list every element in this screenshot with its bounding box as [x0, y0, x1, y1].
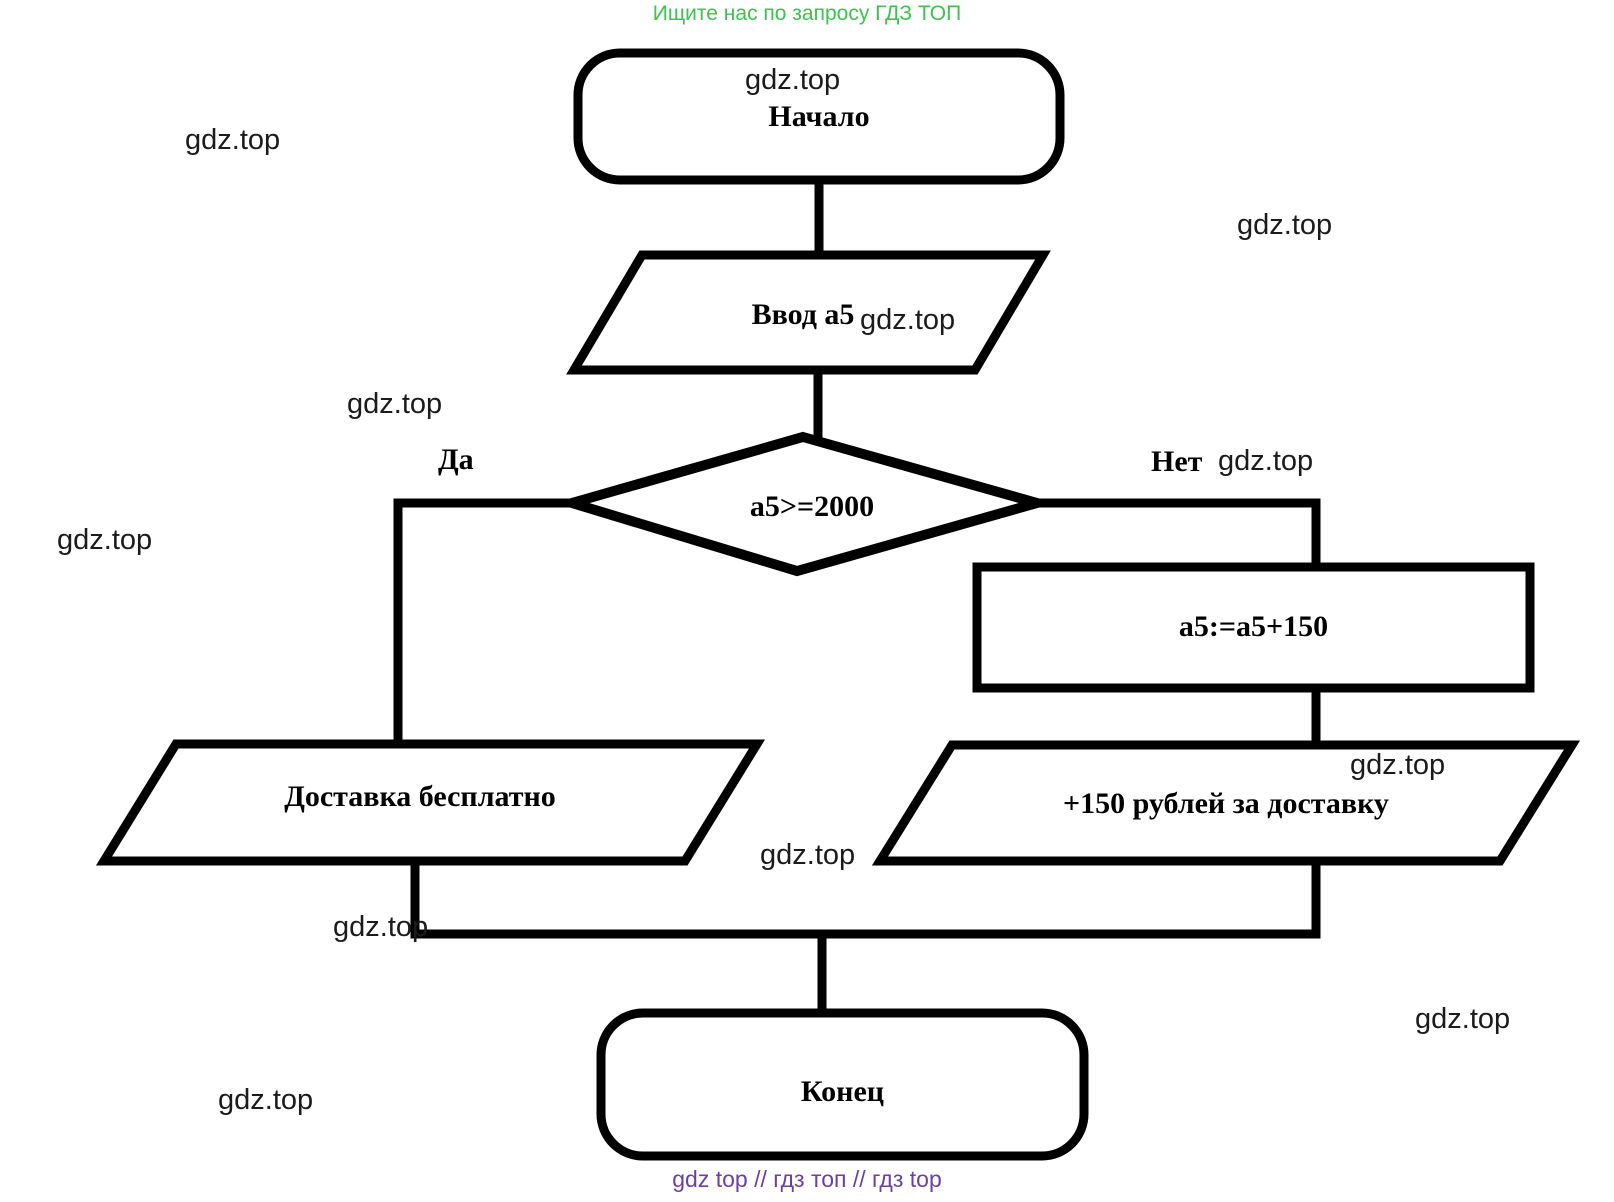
decision-label: a5>=2000	[749, 490, 875, 523]
watermark-upper-right: gdz.top	[1237, 209, 1333, 241]
input-label: Ввод a5	[751, 298, 855, 331]
connector-merge-line	[410, 857, 1321, 939]
watermark-start-box: gdz.top	[745, 64, 841, 96]
watermark-mid-left: gdz.top	[347, 388, 443, 420]
watermark-bottom-right: gdz.top	[1415, 1003, 1511, 1035]
start-label: Начало	[768, 100, 870, 133]
add-cost-label: a5:=a5+150	[1178, 610, 1329, 643]
watermark-bottom-left: gdz.top	[218, 1084, 314, 1116]
pay-delivery-label: +150 рублей за доставку	[1063, 787, 1389, 820]
connector-no-branch	[1037, 498, 1321, 572]
end-label: Конец	[800, 1075, 885, 1108]
yes-branch-label: Да	[438, 443, 474, 476]
watermark-far-left: gdz.top	[57, 524, 153, 556]
watermark-no-branch: gdz.top	[1218, 445, 1314, 477]
start-terminator-shape	[573, 48, 1065, 185]
top-promo-text: Ищите нас по запросу ГДЗ ТОП	[652, 2, 962, 25]
pay-delivery-parallelogram-shape	[871, 740, 1581, 866]
input-parallelogram-shape	[566, 250, 1051, 375]
connector-yes-branch	[393, 498, 572, 750]
watermark-pay-box: gdz.top	[1350, 749, 1446, 781]
watermark-input-box: gdz.top	[860, 304, 956, 336]
add-cost-process-shape	[972, 562, 1535, 693]
watermark-center: gdz.top	[760, 839, 856, 871]
watermark-top-left: gdz.top	[185, 124, 281, 156]
no-branch-label: Нет	[1151, 445, 1203, 478]
end-terminator-shape	[596, 1008, 1089, 1161]
free-delivery-parallelogram-shape	[95, 739, 766, 866]
free-delivery-label: Доставка бесплатно	[284, 780, 556, 813]
watermark-lower-left: gdz.top	[333, 911, 429, 943]
bottom-promo-text: gdz top // гдз топ // гдз top	[672, 1166, 942, 1192]
decision-diamond-shape	[554, 431, 1056, 577]
